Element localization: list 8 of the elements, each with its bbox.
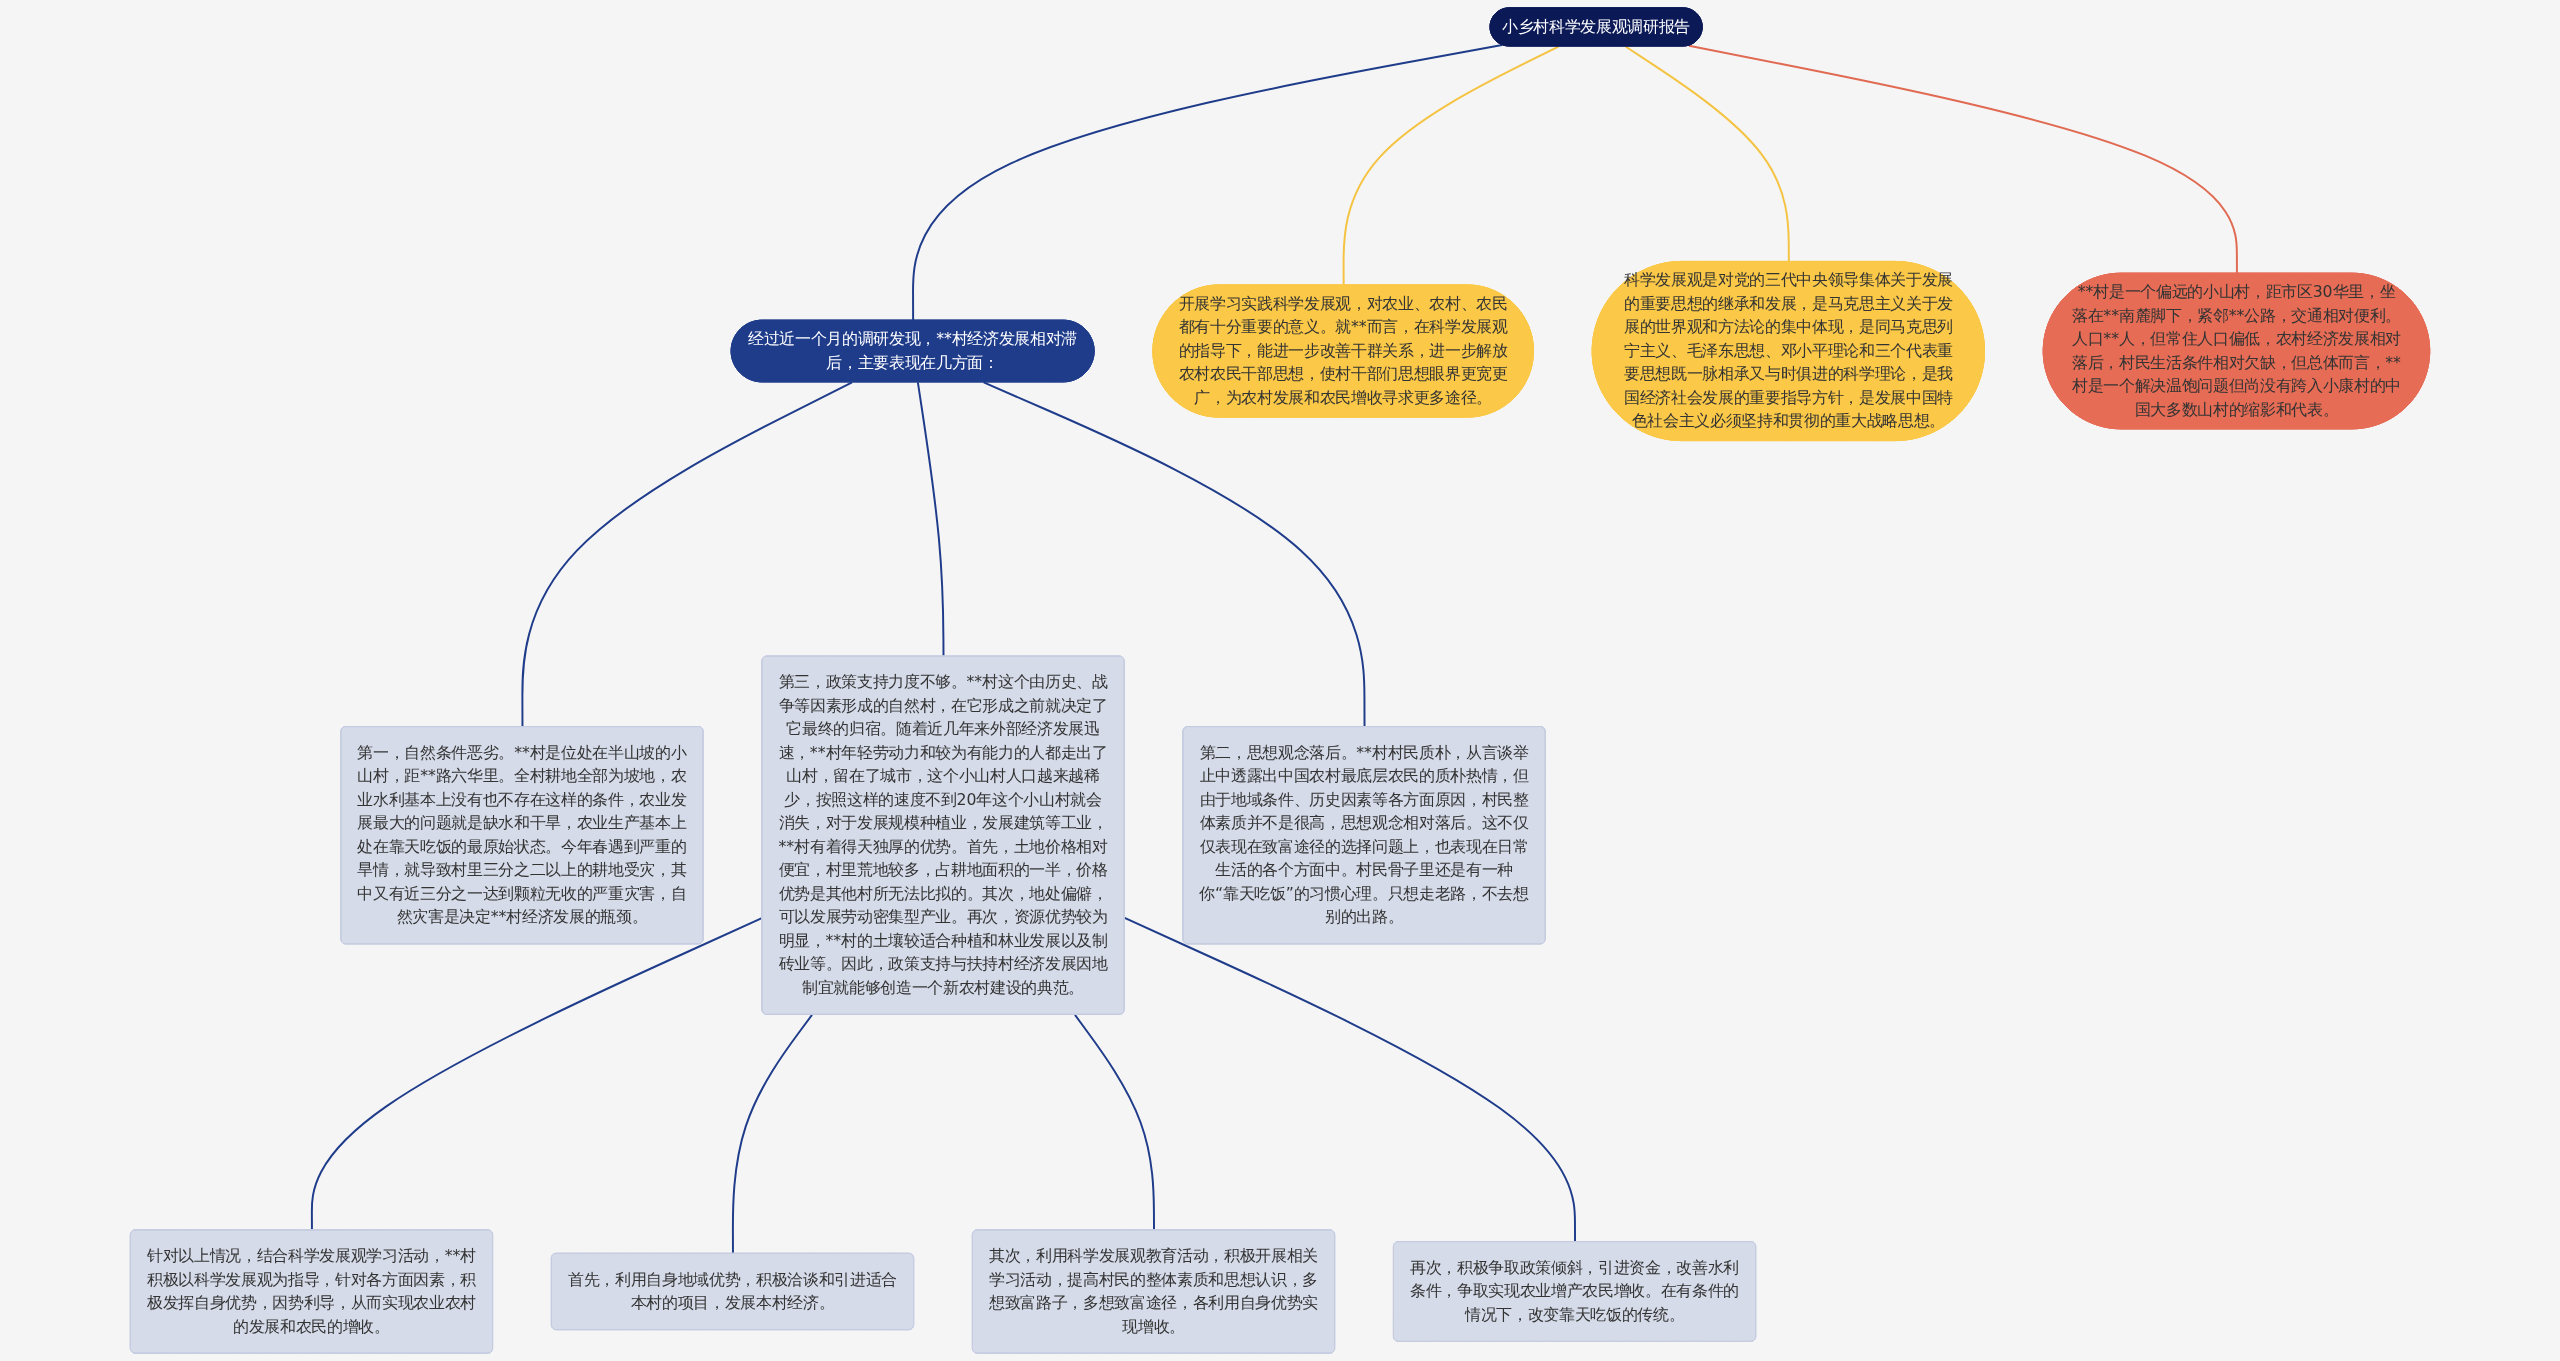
connector <box>1688 44 2238 275</box>
connector <box>912 44 1504 322</box>
connector <box>1624 45 1790 263</box>
connector <box>1123 917 1576 1243</box>
connector <box>521 381 854 728</box>
connector <box>916 381 945 658</box>
connector <box>982 381 1366 728</box>
connector <box>731 1013 813 1255</box>
